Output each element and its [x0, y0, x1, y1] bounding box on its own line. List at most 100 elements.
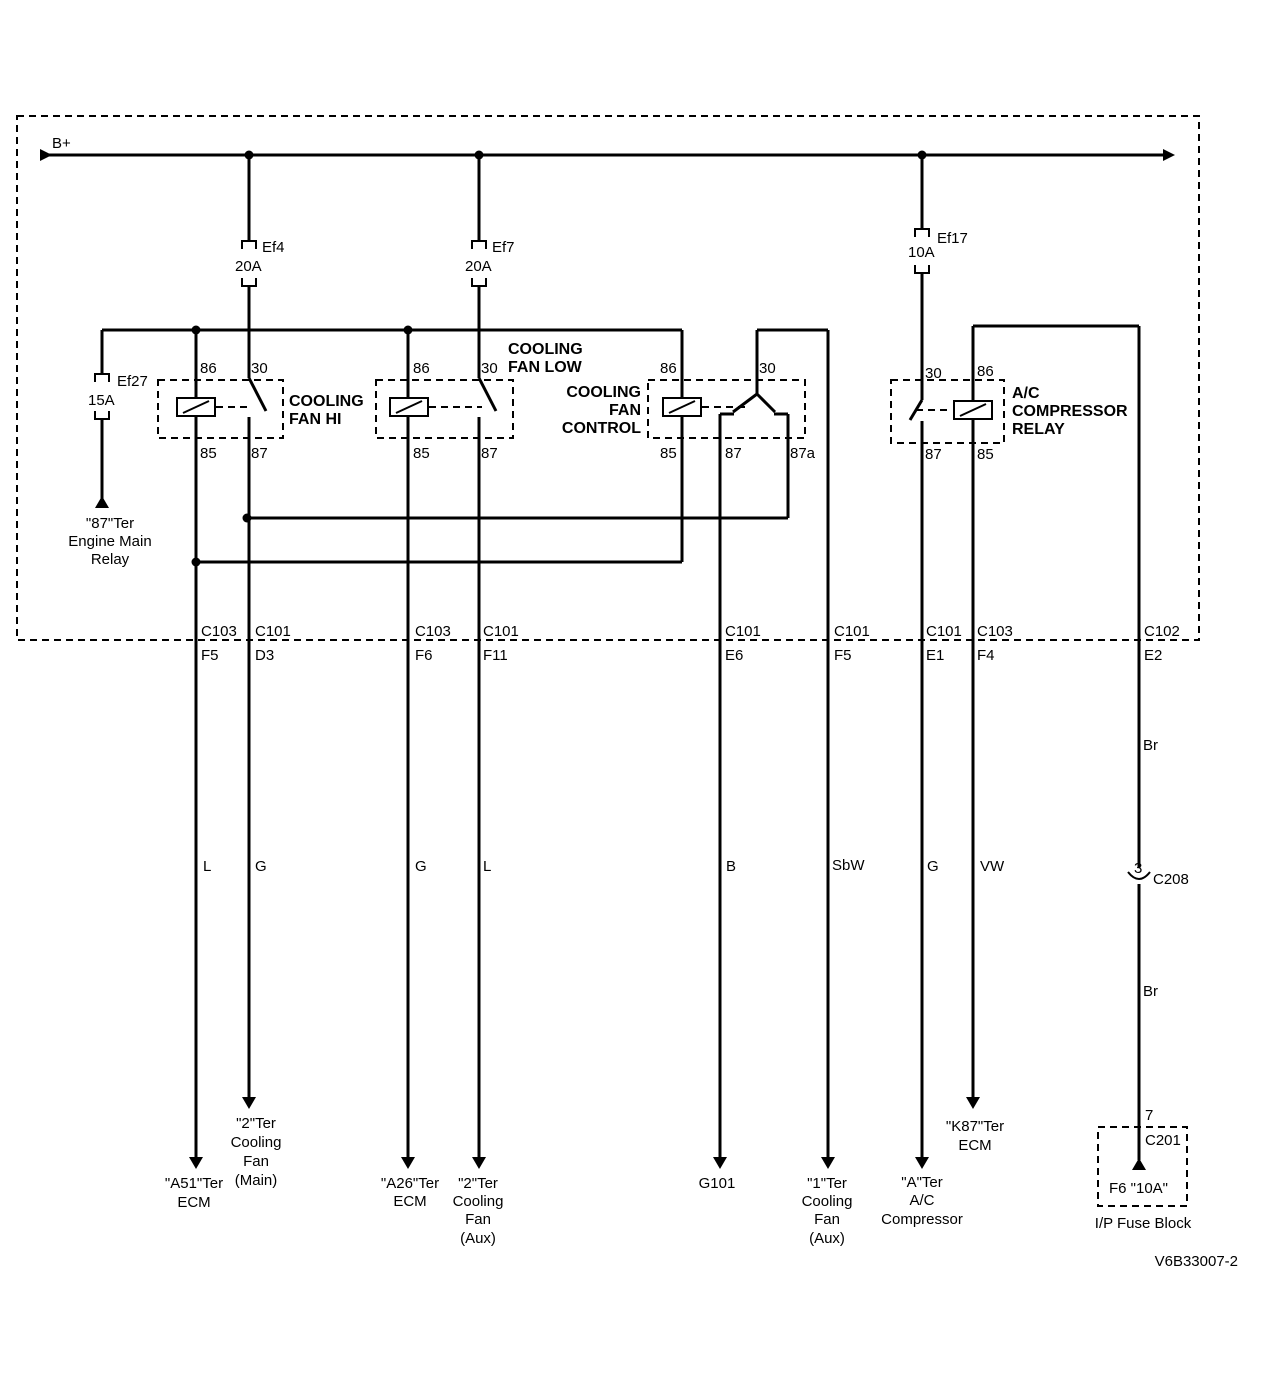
fuse-ef17: Ef17 10A — [908, 155, 968, 400]
conn-6-pin: E1 — [926, 647, 944, 664]
relay-ac-compressor: 30 86 87 85 A/C COMPRESSOR RELAY — [890, 324, 1141, 640]
dest-ac-comp-line1: "A"Ter — [901, 1174, 943, 1191]
c201-name: C201 — [1145, 1132, 1181, 1149]
relay-low-pin30: 30 — [481, 360, 498, 377]
relay-control-pin85: 85 — [660, 445, 677, 462]
fuse-ef17-name: Ef17 — [937, 230, 968, 247]
conn-5-name: C101 — [834, 623, 870, 640]
relay-control-pin30: 30 — [759, 360, 776, 377]
relay-hi-pin85: 85 — [200, 445, 217, 462]
ip-fuse-block-label: I/P Fuse Block — [1095, 1215, 1192, 1232]
relay-ac-label2: COMPRESSOR — [1012, 403, 1128, 420]
relay-low-label2: FAN LOW — [508, 359, 583, 376]
wire-7-color: VW — [980, 858, 1005, 875]
relay-hi-pin30: 30 — [251, 360, 268, 377]
relay-hi-label2: FAN HI — [289, 411, 341, 428]
engine-main-relay-line2: Engine Main — [68, 533, 151, 550]
wire-6-color: G — [927, 858, 939, 875]
conn-7-pin: F4 — [977, 647, 995, 664]
relay-low-pin85: 85 — [413, 445, 430, 462]
figure-id: V6B33007-2 — [1155, 1253, 1238, 1270]
relay-control-label2: FAN — [609, 402, 641, 419]
dest-fan-aux2-line2: Cooling — [453, 1193, 504, 1210]
wire-5-color: SbW — [832, 857, 865, 874]
coil-feed-bus: Ef27 15A "87"Ter Engine Main Relay — [68, 325, 682, 568]
relay-low-pin87: 87 — [481, 445, 498, 462]
fuse-ef27-rating: 15A — [88, 392, 115, 409]
engine-main-relay-arrow — [95, 496, 109, 508]
conn-5-pin: F5 — [834, 647, 852, 664]
relay-control-pin87: 87 — [725, 445, 742, 462]
dest-fan-aux2-line3: Fan — [465, 1211, 491, 1228]
dest-fan-main-line2: Cooling — [231, 1134, 282, 1151]
engine-main-relay-line3: Relay — [91, 551, 130, 568]
engine-main-relay-line1: "87"Ter — [86, 515, 134, 532]
conn-8-name: C102 — [1144, 623, 1180, 640]
dest-fan-main-line1: "2"Ter — [236, 1115, 276, 1132]
relay-low-label1: COOLING — [508, 341, 583, 358]
relay-hi-label1: COOLING — [289, 393, 364, 410]
fuse-ef7-rating: 20A — [465, 258, 492, 275]
fuse-ef7-name: Ef7 — [492, 239, 515, 256]
fuse-ef27-name: Ef27 — [117, 373, 148, 390]
c208-wire: Br — [1143, 983, 1158, 1000]
conn-2-pin: F6 — [415, 647, 433, 664]
conn-3-name: C101 — [483, 623, 519, 640]
wire-1-color: G — [255, 858, 267, 875]
conn-6-name: C101 — [926, 623, 962, 640]
wire-color-labels: L G G L B SbW G VW Br — [203, 737, 1158, 875]
c208-name: C208 — [1153, 871, 1189, 888]
wire-0-color: L — [203, 858, 211, 875]
dest-g101: G101 — [699, 1175, 736, 1192]
dest-fan-aux1-line3: Fan — [814, 1211, 840, 1228]
fuse-ef4-name: Ef4 — [262, 239, 285, 256]
conn-4-pin: E6 — [725, 647, 743, 664]
wire-8-color: Br — [1143, 737, 1158, 754]
c201-fuse: F6 "10A" — [1109, 1180, 1168, 1197]
conn-2-name: C103 — [415, 623, 451, 640]
relay-hi-pin86: 86 — [200, 360, 217, 377]
dest-fan-aux1-line4: (Aux) — [809, 1230, 845, 1247]
dest-a51-line1: "A51"Ter — [165, 1175, 223, 1192]
dest-fan-aux1-line1: "1"Ter — [807, 1175, 847, 1192]
dest-k87-line2: ECM — [958, 1137, 991, 1154]
fuse-ef7: Ef7 20A — [465, 155, 515, 378]
conn-0-pin: F5 — [201, 647, 219, 664]
bplus-bus: B+ — [40, 135, 1175, 161]
c201-pin: 7 — [1145, 1107, 1153, 1124]
dest-a26-line1: "A26"Ter — [381, 1175, 439, 1192]
conn-1-name: C101 — [255, 623, 291, 640]
wire-4-color: B — [726, 858, 736, 875]
dest-k87-line1: "K87"Ter — [946, 1118, 1004, 1135]
conn-0-name: C103 — [201, 623, 237, 640]
internal-crossover-wires — [191, 513, 788, 567]
output-wires — [189, 640, 1141, 1169]
conn-7-name: C103 — [977, 623, 1013, 640]
ip-fuse-block: 7 C201 F6 "10A" I/P Fuse Block — [1095, 1107, 1192, 1232]
dest-a26-line2: ECM — [393, 1193, 426, 1210]
relay-ac-pin30: 30 — [925, 365, 942, 382]
dest-fan-aux2-line1: "2"Ter — [458, 1175, 498, 1192]
connector-labels: C103 F5 C101 D3 C103 F6 C101 F11 C101 E6… — [201, 623, 1180, 664]
fuse-ef4: Ef4 20A — [235, 155, 285, 378]
wire-3-color: L — [483, 858, 491, 875]
fuse-ef17-rating: 10A — [908, 244, 935, 261]
c208-pin: 3 — [1134, 860, 1142, 877]
relay-cooling-fan-control: 86 30 85 87 87a COOLING FAN CONTROL — [562, 328, 830, 640]
conn-8-pin: E2 — [1144, 647, 1162, 664]
relay-cooling-fan-low: 86 30 85 87 COOLING FAN LOW — [375, 330, 583, 640]
fuse-ef4-rating: 20A — [235, 258, 262, 275]
wire-2-color: G — [415, 858, 427, 875]
dest-ac-comp-line3: Compressor — [881, 1211, 963, 1228]
relay-ac-pin85: 85 — [977, 446, 994, 463]
dest-fan-main-line4: (Main) — [235, 1172, 278, 1189]
relay-control-label1: COOLING — [566, 384, 641, 401]
dest-a51-line2: ECM — [177, 1194, 210, 1211]
fuse-box-outline — [16, 115, 1200, 641]
conn-3-pin: F11 — [483, 647, 508, 664]
relay-control-label3: CONTROL — [562, 420, 641, 437]
relay-hi-pin87: 87 — [251, 445, 268, 462]
conn-1-pin: D3 — [255, 647, 274, 664]
c208-connector: 3 C208 Br — [1127, 860, 1189, 1000]
